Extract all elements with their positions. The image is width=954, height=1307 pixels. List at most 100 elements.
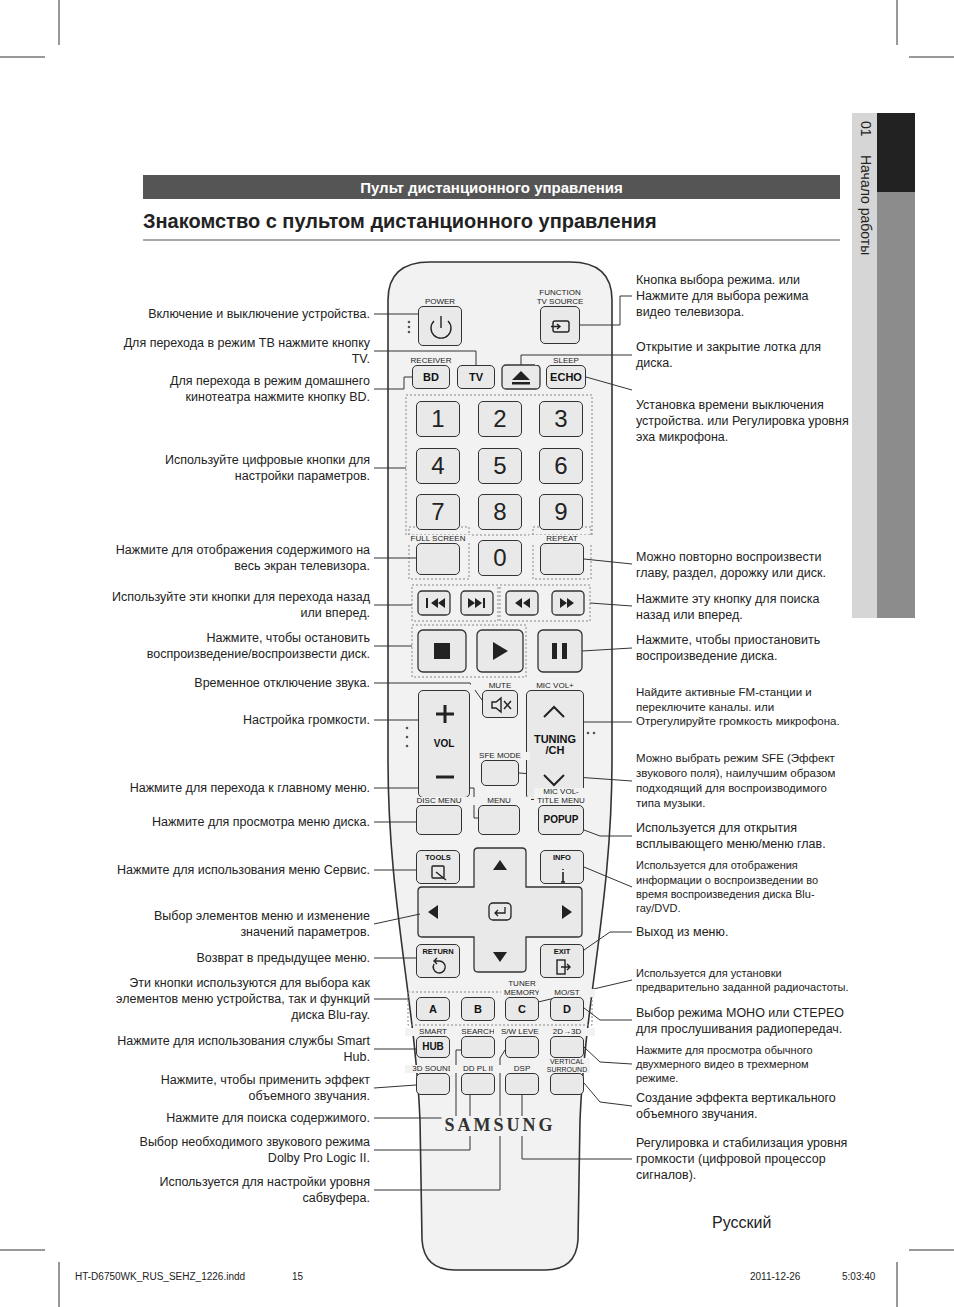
button-icon xyxy=(431,316,451,338)
button-icon xyxy=(436,776,454,779)
leader-line xyxy=(374,558,416,559)
callout-text: Нажмите для просмотра меню диска. xyxy=(106,814,370,830)
chapter-label: Начало работы xyxy=(859,155,873,255)
button-label: REPEAT xyxy=(529,535,595,543)
button-face: TV xyxy=(458,366,494,388)
button-label: VERTICAL SURROUND xyxy=(544,1058,590,1073)
button-face xyxy=(417,806,461,834)
remote-button: EXIT xyxy=(540,944,584,978)
dot xyxy=(406,736,409,739)
callout-text: Используется для настройки уровня сабвуф… xyxy=(106,1174,370,1207)
remote-button: MUTE xyxy=(482,690,518,718)
group-frame xyxy=(406,395,592,535)
button-icon xyxy=(552,643,557,659)
leader-line xyxy=(374,788,478,818)
leader-line xyxy=(374,1085,416,1088)
button-text: 8 xyxy=(493,500,506,524)
plain-button xyxy=(552,591,584,615)
leader-line xyxy=(522,1095,632,1159)
callout-text: Выбор элементов меню и изменение значени… xyxy=(106,908,370,941)
button-icon xyxy=(551,324,560,329)
enter-icon xyxy=(489,903,511,920)
button-face: INFO xyxy=(541,851,583,883)
button-icon xyxy=(544,707,564,717)
footer-text: 5:03:40 xyxy=(842,1270,875,1283)
button-icon xyxy=(551,321,569,332)
remote-button: HUBSMART xyxy=(416,1036,450,1058)
dot xyxy=(408,321,411,324)
callout-text: Установка времени выключения устройства.… xyxy=(636,397,850,446)
button-icon xyxy=(468,598,485,608)
remote-button: REPEAT xyxy=(540,543,584,575)
leader-line xyxy=(374,296,632,1190)
callout-text: Для перехода в режим домашнего кинотеатр… xyxy=(106,373,370,406)
leader-line xyxy=(374,999,408,1000)
button-face: ECHO xyxy=(547,366,585,388)
group-frame xyxy=(412,585,498,621)
remote-button: MENU xyxy=(478,805,520,835)
button-icon xyxy=(562,643,567,659)
button-face xyxy=(551,1074,583,1094)
leader-line xyxy=(521,355,632,365)
leader-line xyxy=(374,1095,470,1150)
leader-line xyxy=(374,822,416,823)
button-icon xyxy=(492,698,501,712)
button-text: BD xyxy=(423,372,439,383)
crop-mark xyxy=(0,1250,45,1251)
callout-text: Включение и выключение устройства. xyxy=(106,306,370,322)
callout-text: Настройка громкости. xyxy=(106,712,370,728)
plain-button xyxy=(418,848,582,972)
leader-line xyxy=(374,1049,416,1050)
remote-button: 7 xyxy=(416,494,460,530)
remote-button: 8 xyxy=(478,494,522,530)
button-icon xyxy=(515,598,530,608)
remote-button: 9 xyxy=(539,494,583,530)
callout-text: Временное отключение звука. xyxy=(106,675,370,691)
remote-button: TOOLS xyxy=(416,850,460,884)
button-text: B xyxy=(474,1004,482,1015)
button-icon xyxy=(544,775,564,785)
remote-button: VERTICAL SURROUND xyxy=(550,1073,584,1095)
button-text: TUNING /CH xyxy=(527,734,583,756)
button-icon xyxy=(436,705,454,723)
leader-line xyxy=(590,603,632,606)
button-icon xyxy=(434,643,450,659)
button-face: 0 xyxy=(479,541,521,575)
leader-line xyxy=(374,314,418,315)
leader-line xyxy=(374,683,482,700)
leader-line xyxy=(374,646,412,647)
button-label: MIC VOL- TITLE MENU xyxy=(534,788,588,805)
group-frame xyxy=(412,625,526,677)
enter-icon xyxy=(489,903,511,920)
leader-line xyxy=(584,559,632,564)
footer-text: 15 xyxy=(292,1270,303,1283)
callout-text: Открытие и закрытие лотка для диска. xyxy=(636,339,850,372)
button-face: 5 xyxy=(479,449,521,483)
button-text: 2 xyxy=(493,407,506,431)
crop-mark xyxy=(0,57,45,58)
button-face xyxy=(483,691,517,717)
callout-text: Для перехода в режим ТВ нажмите кнопку T… xyxy=(106,335,370,368)
leader-line xyxy=(580,296,632,325)
button-text: A xyxy=(429,1004,437,1015)
remote-button: POWER xyxy=(418,306,462,346)
dot xyxy=(408,331,411,334)
callout-text: Нажмите для использования меню Сервис. xyxy=(106,862,370,878)
remote-button: INFO xyxy=(540,850,584,884)
button-text: TV xyxy=(469,372,483,383)
crop-mark xyxy=(909,57,954,58)
footer-text: HT-D6750WK_RUS_SEHZ_1226.indd xyxy=(75,1270,245,1283)
button-face xyxy=(479,806,519,834)
button-text: VOL xyxy=(434,739,455,749)
remote-button: DISC MENU xyxy=(416,805,462,835)
group-frame xyxy=(409,527,469,579)
button-icon xyxy=(426,598,445,608)
plain-button xyxy=(502,365,540,389)
callout-text: Нажмите для использования службы Smart H… xyxy=(106,1033,370,1066)
leader-line xyxy=(374,468,406,469)
remote-button: BDRECEIVER xyxy=(412,365,450,389)
button-face: 2 xyxy=(479,402,521,436)
leader-line xyxy=(374,1050,505,1190)
leader-line xyxy=(584,1083,632,1106)
